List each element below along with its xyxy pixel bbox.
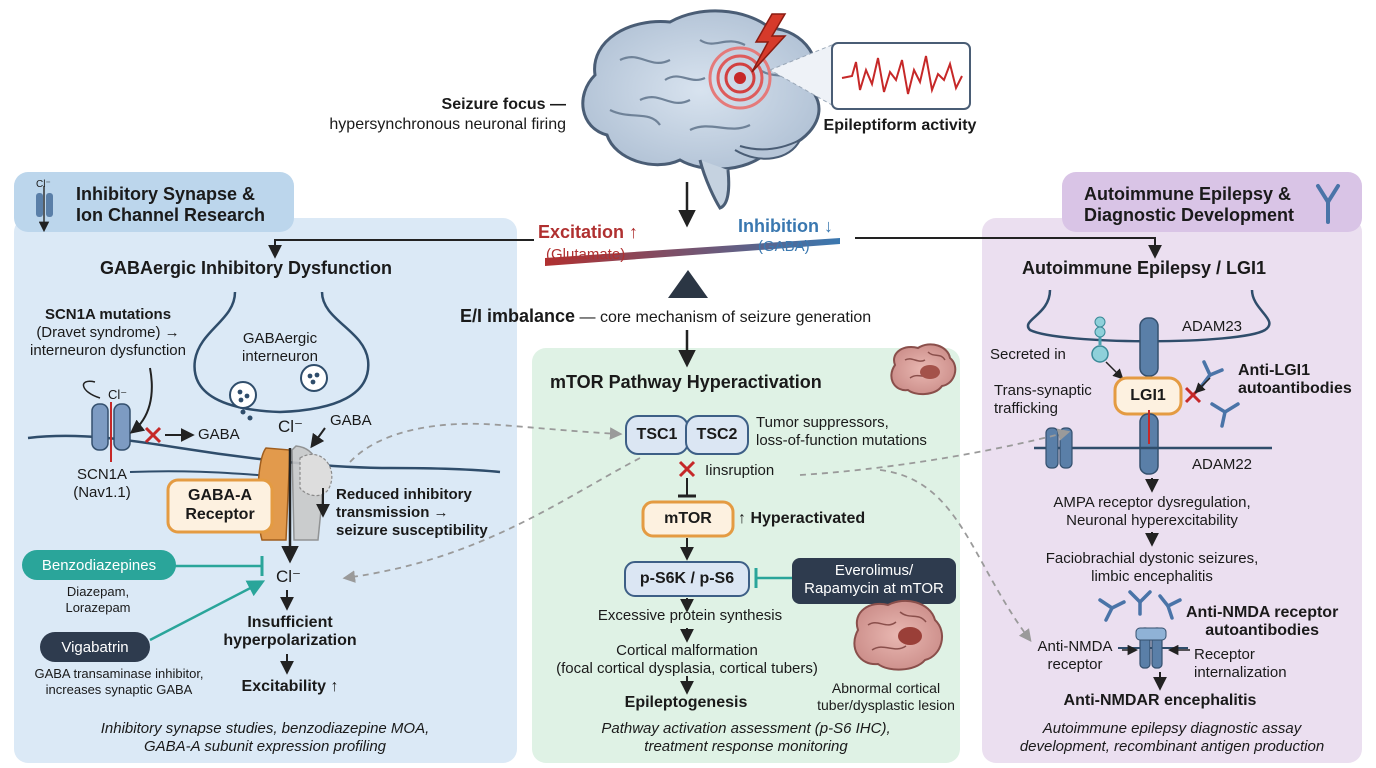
- gaba-right-label: GABA: [330, 412, 372, 429]
- receptor-label-box: [166, 478, 274, 534]
- vesicle: [229, 381, 257, 409]
- secreted-lgi1-icon: [1091, 316, 1109, 363]
- mid-footer: Pathway activation assessment (p-S6 IHC)…: [601, 720, 891, 755]
- anti-lgi1-label: Anti-LGI1 autoantibodies: [1238, 362, 1352, 397]
- reduced-inhibitory-label: Reduced inhibitory transmission → seizur…: [336, 486, 488, 539]
- faciobrachial-label: Faciobrachial dystonic seizures,limbic e…: [1045, 550, 1259, 585]
- seizure-focus-desc: hypersynchronous neuronal firing: [329, 116, 566, 133]
- lgi1-label: LGI1: [1130, 387, 1166, 404]
- secreted-label: Secreted in: [990, 346, 1066, 363]
- tsc-complex: [625, 415, 749, 455]
- ps6-label: p-S6K / p-S6: [639, 570, 735, 587]
- nmdar-encephalitis-label: Anti-NMDAR encephalitis: [1063, 692, 1257, 709]
- mtor-box: [641, 500, 735, 538]
- ei-imbalance: E/I imbalance — core mechanism of seizur…: [460, 306, 872, 326]
- autoimmune-tab: [1062, 172, 1362, 232]
- balance-scale-icon: [545, 238, 840, 298]
- gaba-label: (GABA): [758, 238, 810, 255]
- scn1a-channel-label: SCN1A (Nav1.1): [73, 466, 131, 501]
- excitability-label: Excitability ↑: [241, 678, 339, 695]
- adam22-label: ADAM22: [1192, 456, 1253, 473]
- tab-ion-label: Cl⁻: [36, 179, 51, 190]
- ion-channel-icon: [36, 186, 53, 233]
- adam23-icon: [1139, 317, 1159, 377]
- benzo-examples: Diazepam,Lorazepam: [65, 584, 131, 615]
- vigabatrin-desc: GABA transaminase inhibitor,increases sy…: [34, 666, 204, 697]
- disruption-label: Iinsruption: [705, 462, 775, 479]
- benzodiazepines-badge: Benzodiazepines: [22, 550, 176, 580]
- brain-icon: [581, 9, 821, 210]
- everolimus-label: Everolimus/Rapamycin at mTOR: [804, 562, 944, 597]
- ps6-box: [624, 561, 750, 597]
- gabaergic-title: GABAergic Inhibitory Dysfunction: [100, 258, 393, 278]
- vesicle: [300, 364, 328, 392]
- cl-small-label: Cl⁻: [108, 387, 128, 402]
- gaba-block-label: GABA: [198, 426, 240, 443]
- mtor-label: mTOR: [664, 510, 712, 527]
- block-x-icon: [144, 426, 162, 444]
- scn1a-channel-icon: [82, 380, 131, 462]
- adam23-label: ADAM23: [1182, 318, 1243, 335]
- cl-bottom-label: Cl⁻: [276, 567, 302, 586]
- inhibition-label: Inhibition ↓: [738, 216, 833, 236]
- everolimus-box: [792, 558, 956, 604]
- vigabatrin-badge: Vigabatrin: [40, 632, 150, 662]
- nmda-receptor-icon: [1118, 627, 1188, 669]
- anti-nmda-antibody-icon: [1098, 590, 1182, 622]
- presynaptic-terminal: [193, 291, 370, 414]
- autoimmune-panel: [982, 218, 1362, 763]
- anti-lgi1-antibody-icon: [1198, 360, 1240, 428]
- excitation-label: Excitation ↑: [538, 222, 639, 242]
- right-footer: Autoimmune epilepsy diagnostic assay dev…: [1019, 720, 1325, 755]
- epileptiform-label: Epileptiform activity: [823, 117, 977, 134]
- excess-protein-label: Excessive protein synthesis: [597, 607, 783, 624]
- glutamate-label: (Glutamate): [546, 246, 626, 263]
- scn1a-mutations-label: SCN1A mutations (Dravet syndrome) → inte…: [30, 306, 186, 359]
- tsc2-label: TSC2: [696, 426, 738, 443]
- autoimmune-title: Autoimmune Epilepsy / LGI1: [1022, 258, 1267, 278]
- insufficient-hyperpol: Insufficient hyperpolarization: [223, 614, 357, 649]
- interneuron-label: GABAergic interneuron: [242, 330, 318, 365]
- anti-nmda-antibodies-label: Anti-NMDA receptor autoantibodies: [1186, 604, 1339, 639]
- mtor-panel: [532, 348, 960, 763]
- brain-small-icon: [890, 343, 957, 396]
- seizure-focus-title: Seizure focus —: [441, 96, 566, 113]
- cl-top-label: Cl⁻: [278, 417, 304, 436]
- autoimmune-tab-title: Autoimmune Epilepsy &Diagnostic Developm…: [1084, 184, 1295, 225]
- antibody-icon: [1316, 184, 1340, 224]
- lesion-brain-icon: [853, 600, 944, 671]
- eeg-trace-icon: [768, 42, 971, 110]
- vigabatrin-arrow: [149, 580, 266, 642]
- left-footer: Inhibitory synapse studies, benzodiazepi…: [100, 720, 430, 755]
- epileptogenesis-label: Epileptogenesis: [624, 694, 748, 711]
- cortical-malformation-label: Cortical malformation(focal cortical dys…: [556, 642, 818, 677]
- mtor-title: mTOR Pathway Hyperactivation: [550, 372, 822, 392]
- disruption-x-icon: [678, 460, 696, 478]
- tsc1-label: TSC1: [636, 426, 678, 443]
- ampa-label: AMPA receptor dysregulation,Neuronal hyp…: [1053, 494, 1251, 529]
- tumor-suppressors-label: Tumor suppressors,loss-of-function mutat…: [756, 414, 927, 449]
- inhibitory-tab-title: Inhibitory Synapse &Ion Channel Research: [76, 184, 266, 225]
- inhibitory-tab: [14, 172, 294, 232]
- hyperactivated-label: ↑ Hyperactivated: [738, 510, 866, 527]
